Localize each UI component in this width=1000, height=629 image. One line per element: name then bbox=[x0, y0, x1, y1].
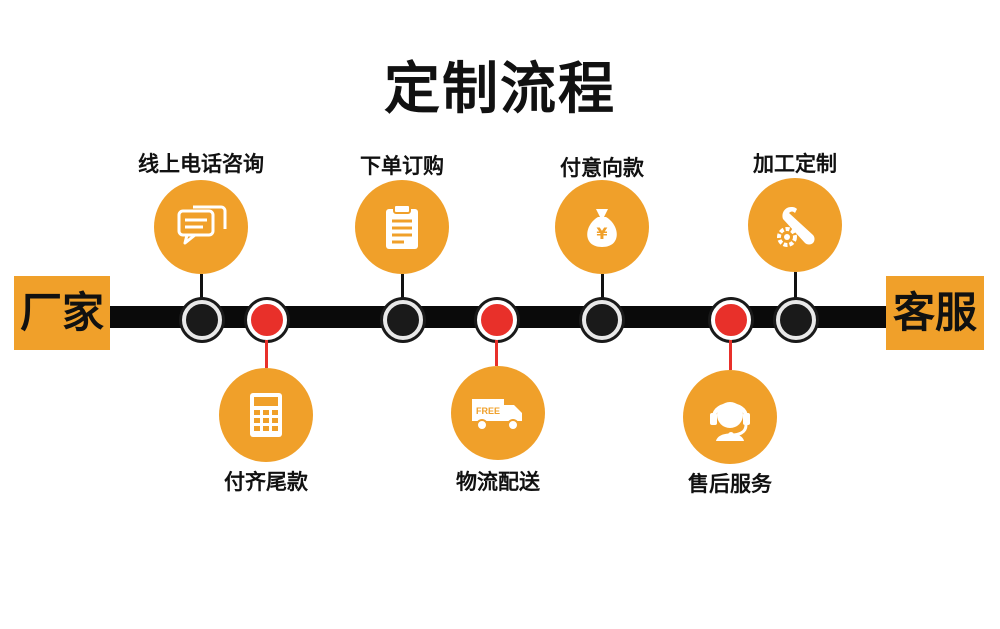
step-delivery-circle: FREE bbox=[451, 366, 545, 460]
timeline-node bbox=[776, 300, 816, 340]
delivery-truck-icon: FREE bbox=[472, 399, 522, 431]
connector bbox=[794, 272, 797, 300]
connector bbox=[601, 274, 604, 300]
endpoint-customer-service: 客服 bbox=[886, 276, 984, 350]
step-consult-circle bbox=[154, 180, 248, 274]
step-order-circle bbox=[355, 180, 449, 274]
calculator-icon bbox=[250, 393, 282, 437]
step-after-sales-label: 售后服务 bbox=[688, 471, 772, 496]
wrench-gear-icon bbox=[777, 207, 815, 247]
step-delivery-label: 物流配送 bbox=[456, 469, 540, 494]
timeline-node bbox=[711, 300, 751, 340]
step-consult-label: 线上电话咨询 bbox=[138, 151, 264, 176]
connector bbox=[495, 340, 498, 366]
step-processing-label: 加工定制 bbox=[753, 151, 837, 176]
step-after-sales-circle bbox=[683, 370, 777, 464]
page-title: 定制流程 bbox=[384, 56, 616, 122]
truck-text: FREE bbox=[476, 406, 500, 416]
money-symbol: ¥ bbox=[596, 224, 607, 243]
step-deposit-label: 付意向款 bbox=[560, 155, 644, 180]
timeline-node bbox=[383, 300, 423, 340]
endpoint-factory: 厂家 bbox=[14, 276, 110, 350]
timeline-node bbox=[182, 300, 222, 340]
chat-bubbles-icon bbox=[177, 205, 227, 245]
timeline-node bbox=[477, 300, 517, 340]
clipboard-icon bbox=[386, 204, 418, 249]
headset-agent-icon bbox=[710, 402, 750, 441]
step-order-label: 下单订购 bbox=[360, 153, 444, 178]
money-bag-icon: ¥ bbox=[587, 209, 617, 247]
timeline-node bbox=[582, 300, 622, 340]
timeline-node bbox=[247, 300, 287, 340]
connector bbox=[401, 274, 404, 300]
step-processing-circle bbox=[748, 178, 842, 272]
connector bbox=[729, 340, 732, 370]
step-final-payment-circle bbox=[219, 368, 313, 462]
step-deposit-circle: ¥ bbox=[555, 180, 649, 274]
connector bbox=[200, 274, 203, 300]
step-final-payment-label: 付齐尾款 bbox=[224, 469, 308, 494]
connector bbox=[265, 340, 268, 368]
